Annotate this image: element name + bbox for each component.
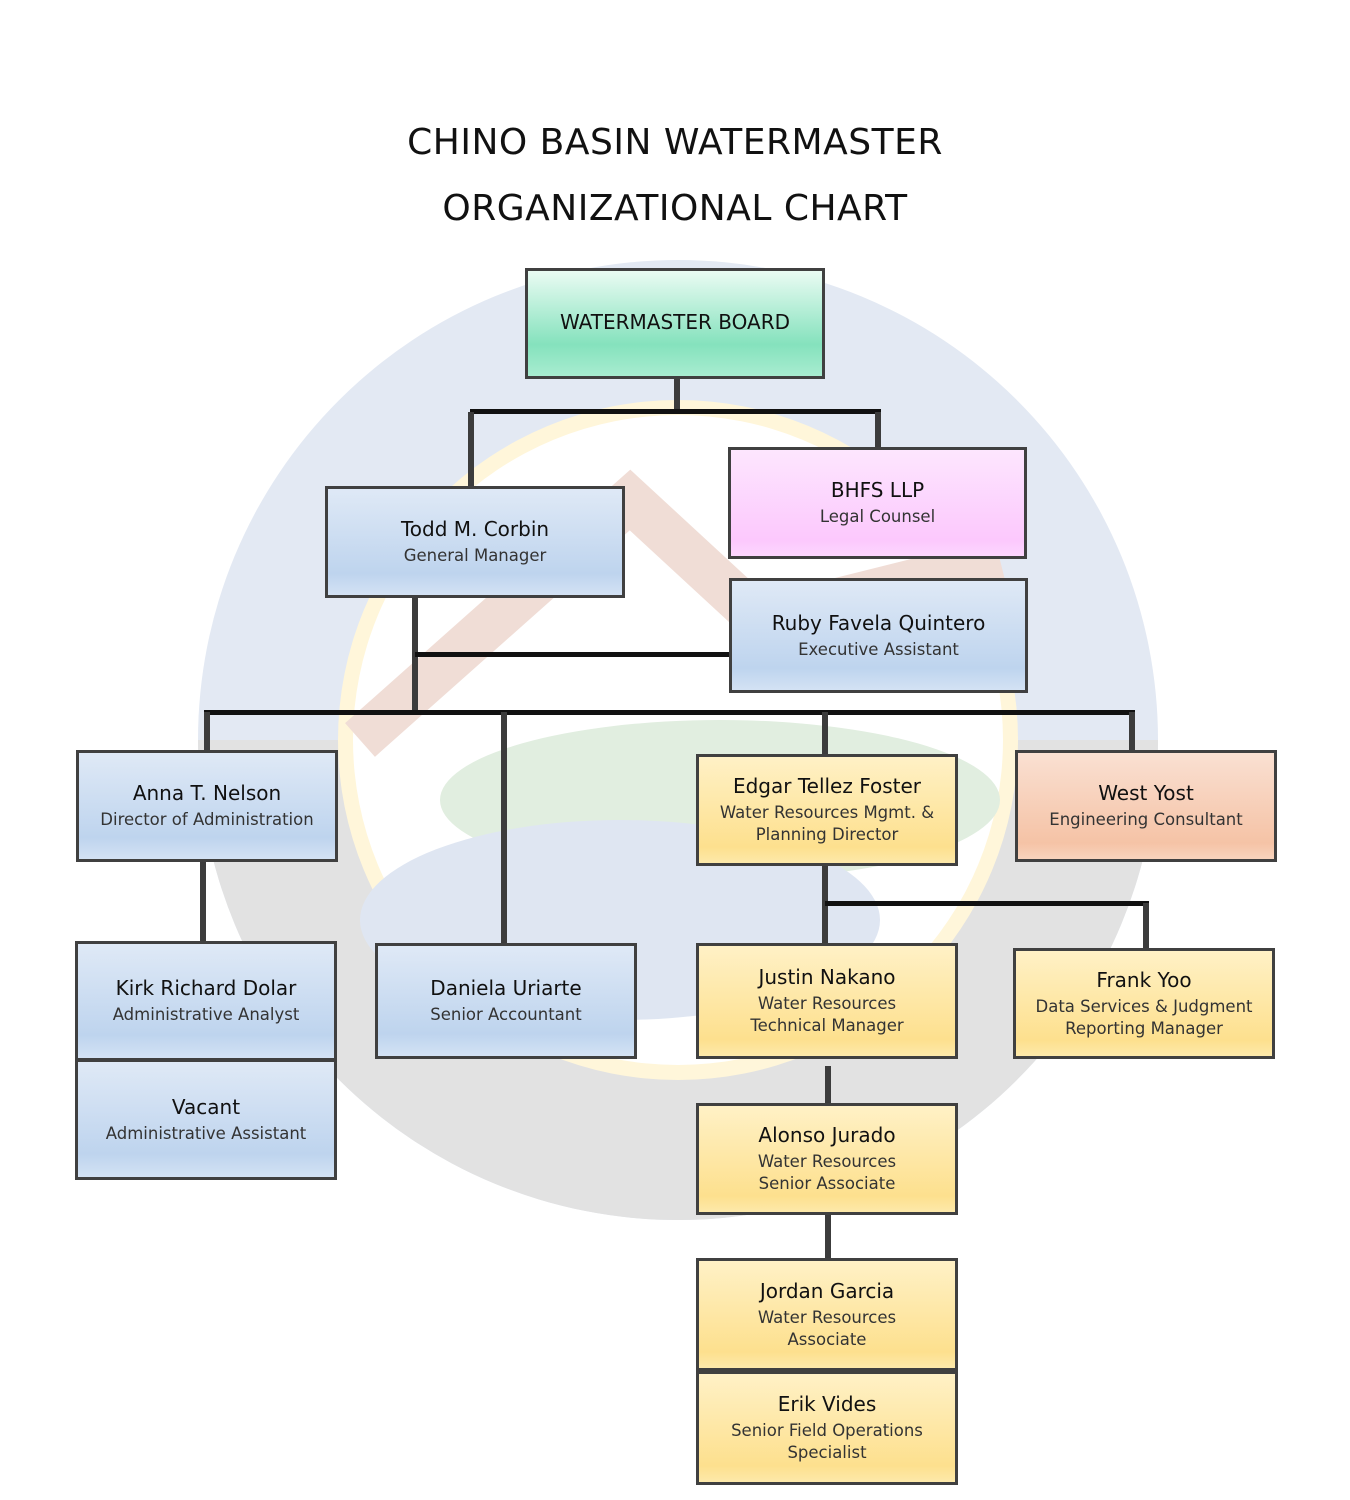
node-role: Senior Field Operations Specialist bbox=[731, 1421, 923, 1462]
connector bbox=[875, 412, 881, 447]
connector bbox=[204, 712, 210, 750]
node-name: Justin Nakano bbox=[758, 965, 896, 989]
chart-title-line-1: CHINO BASIN WATERMASTER bbox=[407, 122, 943, 163]
node-data-services-manager[interactable]: Frank Yoo Data Services & Judgment Repor… bbox=[1013, 948, 1275, 1059]
node-general-manager[interactable]: Todd M. Corbin General Manager bbox=[325, 486, 625, 598]
node-engineering-consultant[interactable]: West Yost Engineering Consultant bbox=[1015, 750, 1277, 862]
node-name: WATERMASTER BOARD bbox=[559, 309, 791, 334]
node-name: Todd M. Corbin bbox=[400, 517, 550, 541]
connector bbox=[825, 901, 1149, 906]
node-name: West Yost bbox=[1098, 781, 1194, 805]
connector bbox=[674, 379, 680, 412]
node-legal-counsel[interactable]: BHFS LLP Legal Counsel bbox=[728, 447, 1027, 559]
node-role: General Manager bbox=[403, 546, 547, 565]
node-role: Senior Accountant bbox=[430, 1005, 582, 1024]
node-technical-manager[interactable]: Justin Nakano Water Resources Technical … bbox=[696, 943, 958, 1059]
connector bbox=[825, 1215, 831, 1258]
connector bbox=[822, 712, 828, 754]
connector bbox=[1129, 712, 1135, 750]
node-administrative-analyst[interactable]: Kirk Richard Dolar Administrative Analys… bbox=[75, 941, 337, 1061]
connector bbox=[1143, 903, 1149, 948]
node-executive-assistant[interactable]: Ruby Favela Quintero Executive Assistant bbox=[729, 578, 1028, 693]
node-administrative-assistant[interactable]: Vacant Administrative Assistant bbox=[75, 1059, 337, 1180]
node-senior-associate[interactable]: Alonso Jurado Water Resources Senior Ass… bbox=[696, 1103, 958, 1215]
node-role: Legal Counsel bbox=[819, 507, 936, 526]
node-role: Director of Administration bbox=[100, 810, 314, 829]
node-name: Kirk Richard Dolar bbox=[115, 976, 297, 1000]
node-name: Alonso Jurado bbox=[758, 1123, 896, 1147]
node-role: Administrative Assistant bbox=[105, 1123, 307, 1143]
node-field-operations-specialist[interactable]: Erik Vides Senior Field Operations Speci… bbox=[696, 1371, 958, 1485]
node-name: Ruby Favela Quintero bbox=[771, 610, 986, 635]
connector bbox=[468, 412, 474, 486]
node-name: Frank Yoo bbox=[1096, 967, 1192, 992]
connector bbox=[200, 862, 206, 941]
node-role: Water Resources Associate bbox=[757, 1307, 897, 1349]
node-name: Anna T. Nelson bbox=[132, 781, 282, 805]
node-name: BHFS LLP bbox=[830, 478, 925, 502]
node-watermaster-board[interactable]: WATERMASTER BOARD bbox=[525, 268, 825, 379]
connector bbox=[204, 710, 1135, 715]
node-role: Data Services & Judgment Reporting Manag… bbox=[1035, 996, 1253, 1038]
node-planning-director[interactable]: Edgar Tellez Foster Water Resources Mgmt… bbox=[696, 754, 958, 866]
node-name: Daniela Uriarte bbox=[430, 976, 582, 1000]
node-name: Vacant bbox=[171, 1094, 241, 1119]
node-director-of-administration[interactable]: Anna T. Nelson Director of Administratio… bbox=[76, 750, 338, 862]
connector bbox=[415, 652, 729, 657]
node-name: Edgar Tellez Foster bbox=[732, 774, 922, 798]
connector bbox=[501, 712, 507, 943]
node-role: Administrative Analyst bbox=[112, 1005, 300, 1024]
node-name: Jordan Garcia bbox=[759, 1278, 895, 1303]
node-role: Water Resources Senior Associate bbox=[757, 1152, 897, 1193]
connector bbox=[825, 1066, 831, 1103]
node-role: Engineering Consultant bbox=[1049, 810, 1243, 829]
node-role: Executive Assistant bbox=[798, 639, 959, 659]
node-name: Erik Vides bbox=[777, 1392, 877, 1416]
node-role: Water Resources Technical Manager bbox=[750, 994, 904, 1035]
chart-title-line-2: ORGANIZATIONAL CHART bbox=[442, 188, 908, 229]
node-role: Water Resources Mgmt. & Planning Directo… bbox=[719, 803, 935, 844]
node-associate[interactable]: Jordan Garcia Water Resources Associate bbox=[696, 1258, 958, 1371]
node-senior-accountant[interactable]: Daniela Uriarte Senior Accountant bbox=[375, 943, 637, 1059]
connector bbox=[470, 409, 881, 414]
